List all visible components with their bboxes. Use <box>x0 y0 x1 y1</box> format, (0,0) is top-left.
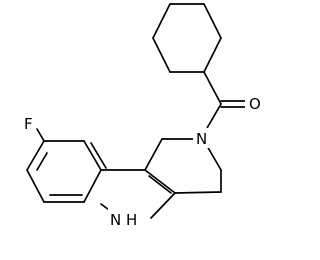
bond <box>174 191 222 194</box>
indole-nh-label-bg <box>108 208 150 230</box>
bond <box>203 37 222 73</box>
indole-hydrogen-label: H <box>126 211 137 229</box>
bond <box>150 192 176 219</box>
benzene-ring <box>26 140 107 203</box>
bond <box>36 128 45 142</box>
double-bond <box>90 142 107 169</box>
bond <box>26 140 45 171</box>
bond <box>152 37 171 73</box>
carbonyl-oxygen-label-bg <box>245 93 265 113</box>
chemical-structure: F N O N H <box>24 3 265 230</box>
double-bond <box>148 175 172 194</box>
fluorine-substituent <box>36 128 45 142</box>
amide-nitrogen-label-bg <box>193 128 211 148</box>
cyclohexane-ring <box>152 3 222 73</box>
carbonyl-group <box>202 71 248 136</box>
atom-labels: F N O N H <box>24 93 265 230</box>
fluorine-label: F <box>24 115 33 133</box>
bond <box>26 169 45 203</box>
bond <box>203 3 222 39</box>
carbonyl-oxygen-label: O <box>249 95 261 113</box>
double-bond <box>36 152 48 171</box>
indole-nitrogen-label: N <box>110 211 121 229</box>
bond <box>83 140 102 171</box>
double-bond <box>144 169 176 194</box>
bond <box>203 71 222 105</box>
bond <box>83 169 102 203</box>
amide-nitrogen-label: N <box>196 130 207 148</box>
bond <box>144 138 163 171</box>
bond <box>152 3 171 39</box>
